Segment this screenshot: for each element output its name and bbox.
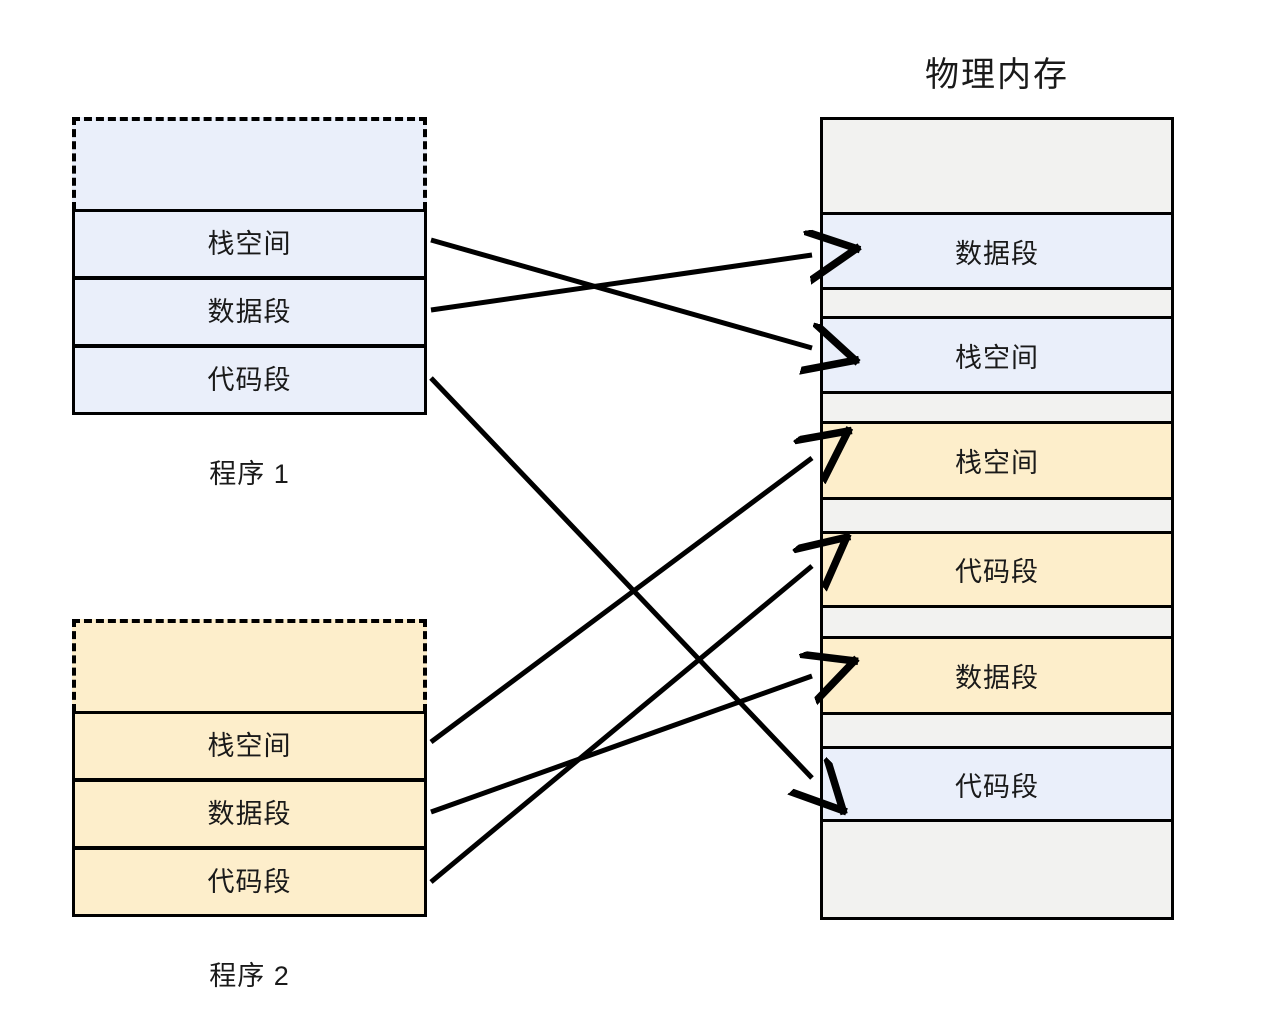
arrow-p2-stack-to-physical-stack — [429, 458, 812, 745]
physical-memory-title: 物理内存 — [925, 56, 1069, 94]
program-1-segment-data: 数据段 — [72, 277, 427, 347]
physical-block-1-data-program1: 数据段 — [823, 212, 1171, 290]
physical-block-11-code-program1: 代码段 — [823, 746, 1171, 822]
program-2-unused-space — [72, 619, 427, 712]
physical-block-9-label: 数据段 — [955, 663, 1039, 693]
program-2-segment-data-label: 数据段 — [207, 798, 292, 829]
program-2-label: 程序 2 — [209, 961, 290, 991]
physical-block-7-label: 代码段 — [955, 557, 1039, 587]
physical-block-0-free — [823, 120, 1171, 212]
physical-memory-frame: 数据段 栈空间 栈空间 代码段 数据段 代码段 — [820, 117, 1174, 920]
physical-block-4-free — [823, 394, 1171, 421]
physical-block-9-data-program2: 数据段 — [823, 636, 1171, 715]
physical-block-7-code-program2: 代码段 — [823, 531, 1171, 608]
physical-block-11-label: 代码段 — [955, 771, 1039, 802]
program-1-segment-data-label: 数据段 — [207, 296, 292, 327]
program-1-segment-code-label: 代码段 — [207, 364, 292, 395]
program-1-segment-stack: 栈空间 — [72, 209, 427, 279]
arrow-p1-code-to-physical-code — [429, 376, 812, 778]
physical-block-3-stack-program1: 栈空间 — [823, 316, 1171, 394]
program-2-segment-data: 数据段 — [72, 779, 427, 849]
program-1-unused-space — [72, 117, 427, 210]
program-2-segment-code: 代码段 — [72, 847, 427, 917]
physical-block-1-label: 数据段 — [955, 238, 1039, 269]
physical-block-6-free — [823, 500, 1171, 531]
physical-block-8-free — [823, 608, 1171, 636]
arrow-p1-stack-to-physical-stack — [430, 237, 812, 348]
program-2-segment-stack-label: 栈空间 — [207, 730, 292, 761]
physical-block-2-free — [823, 290, 1171, 316]
program-1-label: 程序 1 — [209, 459, 290, 489]
physical-block-5-stack-program2: 栈空间 — [823, 421, 1171, 500]
physical-block-12-free — [823, 822, 1171, 917]
program-1-segment-stack-label: 栈空间 — [207, 228, 292, 259]
physical-block-10-free — [823, 715, 1171, 746]
physical-block-3-label: 栈空间 — [955, 342, 1039, 373]
program-1-segment-code: 代码段 — [72, 345, 427, 415]
arrow-p2-data-to-physical-data — [430, 676, 812, 815]
physical-block-5-label: 栈空间 — [955, 448, 1039, 478]
arrow-p2-code-to-physical-code — [429, 566, 812, 884]
program-2-segment-stack: 栈空间 — [72, 711, 427, 781]
program-2-segment-code-label: 代码段 — [207, 866, 292, 897]
arrow-p1-data-to-physical-data — [430, 255, 812, 313]
